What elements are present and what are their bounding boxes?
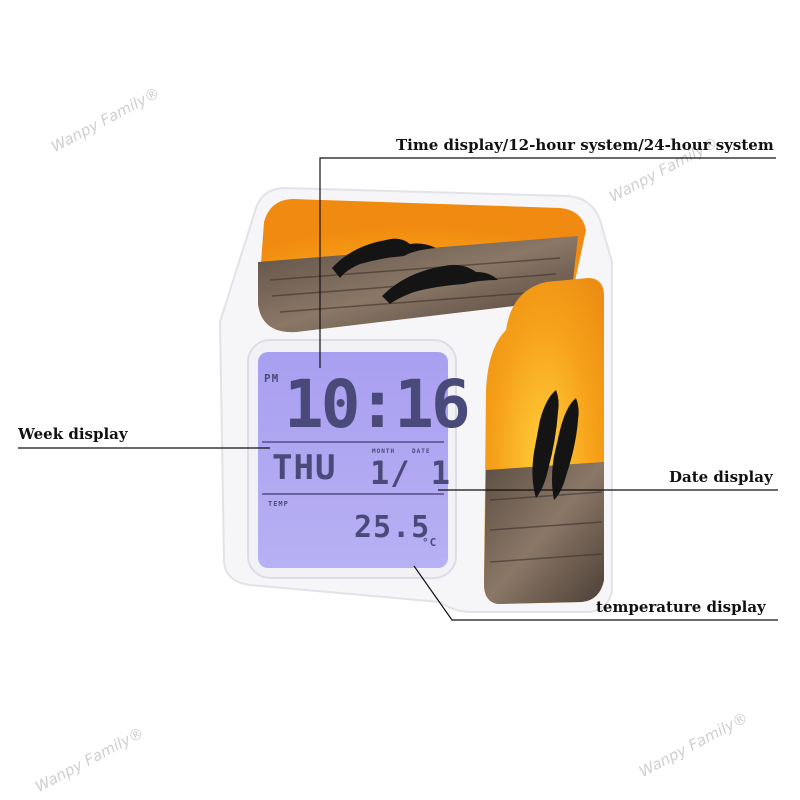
lcd-time: 10:16 [284, 366, 471, 443]
lcd-month-label: MONTH [372, 448, 396, 455]
label-time-display: Time display/12-hour system/24-hour syst… [396, 136, 774, 154]
lcd-screen [258, 352, 448, 568]
label-date-display: Date display [669, 468, 773, 486]
lcd-date-label: DATE [412, 448, 431, 455]
lcd-weekday: THU [272, 448, 337, 488]
lcd-date: 1/ 1 [370, 454, 452, 492]
lcd-temperature-unit: °C [422, 536, 438, 549]
dolphin-icon [552, 398, 579, 500]
lcd-temperature: 25.5 [354, 510, 431, 545]
lcd-ampm: PM [264, 372, 280, 385]
lcd-temp-label: TEMP [268, 500, 289, 508]
dolphin-icon [532, 390, 559, 498]
label-temperature-display: temperature display [596, 598, 766, 616]
label-week-display: Week display [18, 425, 128, 443]
